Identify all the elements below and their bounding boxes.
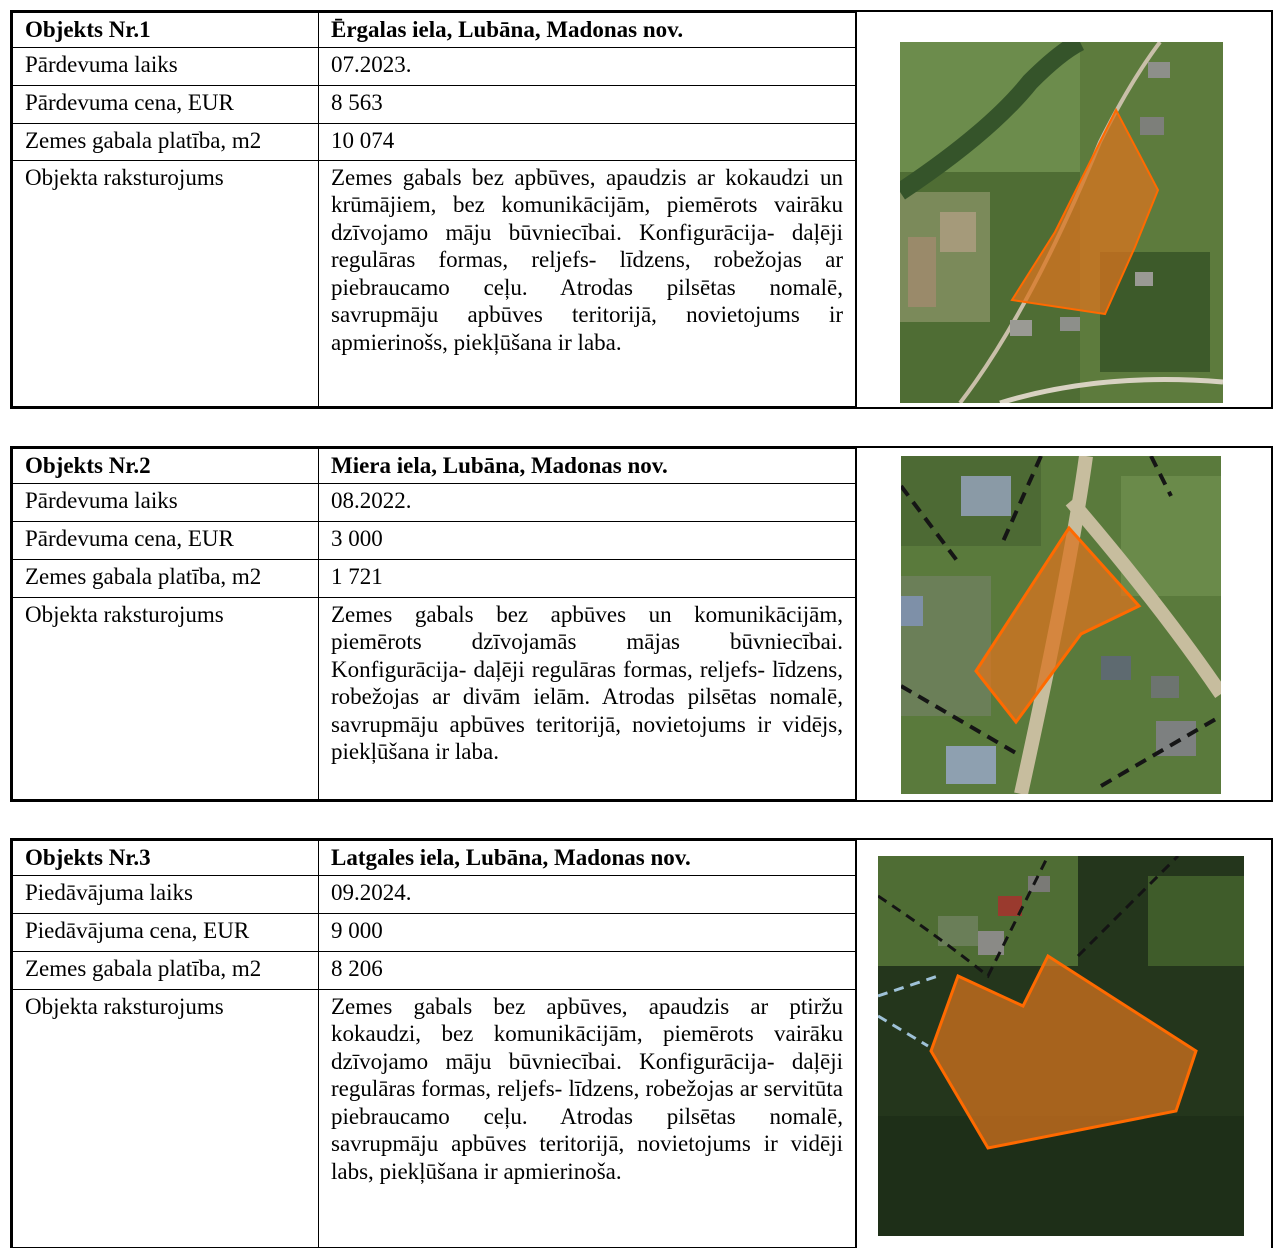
- row-label: Pārdevuma laiks: [12, 46, 319, 86]
- object-heading: Objekts Nr.1: [12, 12, 319, 48]
- row-label: Piedāvājuma cena, EUR: [12, 912, 319, 952]
- object-card-2: Objekts Nr.2 Miera iela, Lubāna, Madonas…: [10, 446, 1273, 802]
- row-label: Zemes gabala platība, m2: [12, 558, 319, 598]
- row-value: 07.2023.: [318, 46, 856, 86]
- object-description: Zemes gabals bez apbūves, apaudzis ar ko…: [318, 159, 856, 407]
- description-label: Objekta raksturojums: [12, 159, 319, 407]
- row-value: 08.2022.: [318, 482, 856, 522]
- aerial-map-image-1: [900, 42, 1223, 403]
- object-heading: Objekts Nr.2: [12, 448, 319, 484]
- object-table-1: Objekts Nr.1 Ērgalas iela, Lubāna, Madon…: [12, 12, 856, 407]
- object-address: Ērgalas iela, Lubāna, Madonas nov.: [318, 12, 856, 48]
- image-cell: [856, 12, 1271, 407]
- row-value: 10 074: [318, 122, 856, 161]
- image-cell: [856, 448, 1271, 800]
- object-address: Latgales iela, Lubāna, Madonas nov.: [318, 840, 856, 876]
- object-table-2: Objekts Nr.2 Miera iela, Lubāna, Madonas…: [12, 448, 856, 800]
- object-heading: Objekts Nr.3: [12, 840, 319, 876]
- object-card-3: Objekts Nr.3 Latgales iela, Lubāna, Mado…: [10, 838, 1273, 1248]
- row-value: 9 000: [318, 912, 856, 952]
- image-cell: [856, 840, 1271, 1248]
- row-label: Piedāvājuma laiks: [12, 874, 319, 914]
- row-label: Pārdevuma laiks: [12, 482, 319, 522]
- object-description: Zemes gabals bez apbūves, apaudzis ar pt…: [318, 988, 856, 1248]
- row-label: Pārdevuma cena, EUR: [12, 84, 319, 124]
- aerial-map-image-2: [901, 456, 1221, 794]
- object-table-3: Objekts Nr.3 Latgales iela, Lubāna, Mado…: [12, 840, 856, 1248]
- row-value: 1 721: [318, 558, 856, 598]
- description-label: Objekta raksturojums: [12, 596, 319, 800]
- description-label: Objekta raksturojums: [12, 988, 319, 1248]
- row-value: 09.2024.: [318, 874, 856, 914]
- row-value: 3 000: [318, 520, 856, 560]
- row-label: Zemes gabala platība, m2: [12, 122, 319, 161]
- object-description: Zemes gabals bez apbūves un komunikācijā…: [318, 596, 856, 800]
- row-label: Zemes gabala platība, m2: [12, 950, 319, 990]
- row-value: 8 563: [318, 84, 856, 124]
- object-card-1: Objekts Nr.1 Ērgalas iela, Lubāna, Madon…: [10, 10, 1273, 409]
- aerial-map-image-3: [878, 856, 1244, 1236]
- row-label: Pārdevuma cena, EUR: [12, 520, 319, 560]
- row-value: 8 206: [318, 950, 856, 990]
- object-address: Miera iela, Lubāna, Madonas nov.: [318, 448, 856, 484]
